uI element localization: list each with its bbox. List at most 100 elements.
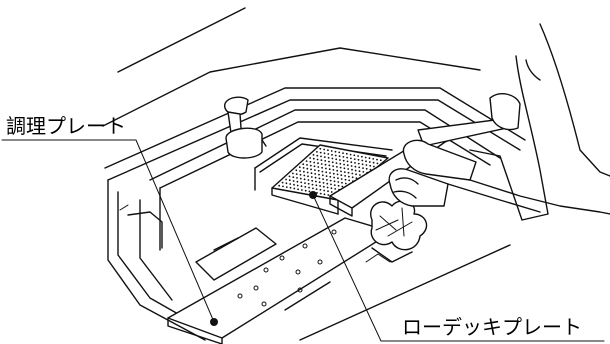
- perforation-dot: [320, 189, 322, 191]
- perforation-dot: [358, 159, 360, 161]
- perforation-dot: [350, 158, 352, 160]
- perforation-dot: [318, 174, 320, 176]
- perforation-dot: [327, 187, 329, 189]
- hands-with-knife: [389, 24, 610, 220]
- perforation-dot: [289, 179, 291, 181]
- perforation-dot: [306, 168, 308, 170]
- perforation-dot: [334, 188, 336, 190]
- perforation-dot: [309, 191, 311, 193]
- perforation-dot: [317, 166, 319, 168]
- perforation-dot: [327, 194, 329, 196]
- perforation-dot: [333, 173, 335, 175]
- perforation-dot: [303, 167, 305, 169]
- perforation-dot: [306, 164, 308, 166]
- perforation-dot: [345, 183, 347, 185]
- perforation-dot: [320, 152, 322, 154]
- perforation-dot: [354, 158, 356, 160]
- perforation-dot: [319, 148, 321, 150]
- perforation-dot: [304, 178, 306, 180]
- perforation-dot: [337, 174, 339, 176]
- perforation-dot: [311, 172, 313, 174]
- perforation-dot: [293, 180, 295, 182]
- perforation-dot: [334, 180, 336, 182]
- perforation-dot: [377, 163, 379, 165]
- perforation-dot: [332, 158, 334, 160]
- perforation-dot: [338, 152, 340, 154]
- perforation-dot: [305, 190, 307, 192]
- perforation-dot: [330, 180, 332, 182]
- perforation-dot: [321, 163, 323, 165]
- perforation-dot: [303, 171, 305, 173]
- perforation-dot: [355, 170, 357, 172]
- perforation-dot: [323, 186, 325, 188]
- perforation-dot: [336, 162, 338, 164]
- perforation-dot: [355, 166, 357, 168]
- perforation-dot: [340, 167, 342, 169]
- low-deck-plate-label: ローデッキプレート: [402, 315, 582, 339]
- perforation-dot: [309, 157, 311, 159]
- perforation-dot: [343, 164, 345, 166]
- perforation-dot: [303, 175, 305, 177]
- perforation-dot: [296, 177, 298, 179]
- perforation-dot: [357, 155, 359, 157]
- perforation-dot: [304, 182, 306, 184]
- perforation-dot: [369, 161, 371, 163]
- perforation-dot: [336, 166, 338, 168]
- perforation-dot: [365, 157, 367, 159]
- perforation-dot: [312, 184, 314, 186]
- perforation-dot: [293, 188, 295, 190]
- perforation-dot: [322, 174, 324, 176]
- perforation-dot: [366, 168, 368, 170]
- perforation-dot: [344, 171, 346, 173]
- perforation-dot: [372, 158, 374, 160]
- perforation-dot: [361, 156, 363, 158]
- perforation-dot: [301, 185, 303, 187]
- perforation-dot: [322, 178, 324, 180]
- perforation-dot: [342, 152, 344, 154]
- perforation-dot: [351, 173, 353, 175]
- perforation-dot: [299, 166, 301, 168]
- perforation-dot: [297, 185, 299, 187]
- perforation-dot: [348, 180, 350, 182]
- perforation-dot: [350, 161, 352, 163]
- perforation-dot: [341, 182, 343, 184]
- perforation-dot: [292, 176, 294, 178]
- perforation-dot: [328, 161, 330, 163]
- perforation-dot: [328, 157, 330, 159]
- perforation-dot: [323, 182, 325, 184]
- perforation-dot: [336, 170, 338, 172]
- perforation-dot: [351, 165, 353, 167]
- perforation-dot: [358, 167, 360, 169]
- perforation-dot: [322, 171, 324, 173]
- perforation-dot: [286, 182, 288, 184]
- perforation-dot: [331, 154, 333, 156]
- perforation-dot: [324, 156, 326, 158]
- perforation-dot: [325, 171, 327, 173]
- perforation-dot: [289, 183, 291, 185]
- perforation-dot: [318, 170, 320, 172]
- perforation-dot: [369, 165, 371, 167]
- perforation-dot: [333, 169, 335, 171]
- perforation-dot: [319, 181, 321, 183]
- perforation-dot: [316, 155, 318, 157]
- perforation-dot: [348, 172, 350, 174]
- perforation-dot: [324, 160, 326, 162]
- perforation-dot: [329, 168, 331, 170]
- perforation-dot: [327, 190, 329, 192]
- perforation-dot: [340, 174, 342, 176]
- perforation-dot: [332, 161, 334, 163]
- perforation-dot: [306, 160, 308, 162]
- low-deck-plate-callout: ローデッキプレート: [309, 191, 604, 341]
- perforation-dot: [299, 170, 301, 172]
- perforation-dot: [343, 160, 345, 162]
- perforation-dot: [313, 158, 315, 160]
- perforation-dot: [282, 186, 284, 188]
- perforation-dot: [320, 193, 322, 195]
- perforation-dot: [323, 190, 325, 192]
- perforation-dot: [337, 181, 339, 183]
- perforation-dot: [317, 162, 319, 164]
- perforation-dot: [346, 157, 348, 159]
- perforation-dot: [289, 176, 291, 178]
- perforation-dot: [321, 159, 323, 161]
- cooking-plate: [168, 218, 392, 344]
